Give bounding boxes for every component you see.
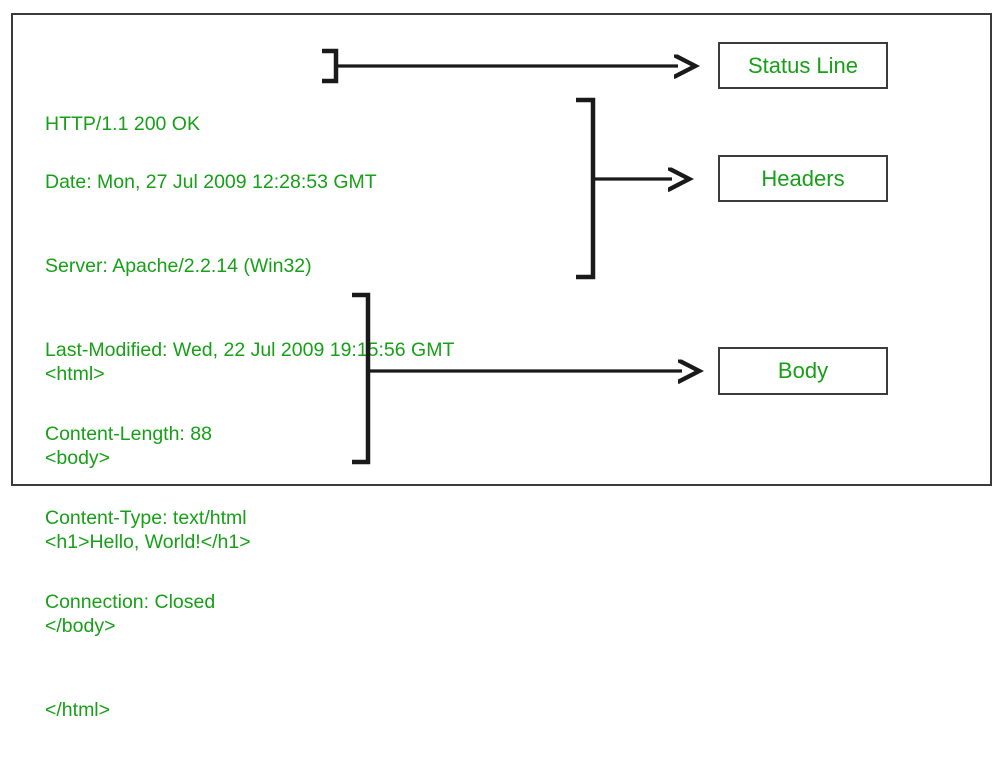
headers-connector <box>576 97 672 280</box>
header-row: Last-Modified: Wed, 22 Jul 2009 19:15:56… <box>45 339 455 361</box>
body-row: <html> <box>45 363 105 385</box>
body-row: </html> <box>45 699 111 721</box>
header-row: Content-Length: 88 <box>45 423 212 445</box>
label-box-body: Body <box>718 347 888 395</box>
label-box-status-line: Status Line <box>718 42 888 89</box>
header-row: Date: Mon, 27 Jul 2009 12:28:53 GMT <box>45 171 377 193</box>
headers-bracket <box>576 97 596 280</box>
diagram-frame <box>11 13 992 486</box>
connector-layer <box>322 48 1007 465</box>
status-line-connector <box>322 48 678 84</box>
body-bracket <box>352 292 371 465</box>
body-row: <body> <box>45 447 111 469</box>
label-box-headers: Headers <box>718 155 888 202</box>
status-line-text-block: HTTP/1.1 200 OK <box>45 54 200 194</box>
header-row: Server: Apache/2.2.14 (Win32) <box>45 255 312 277</box>
body-row: </body> <box>45 615 116 637</box>
body-connector <box>352 292 682 465</box>
http-response-diagram: HTTP/1.1 200 OK Date: Mon, 27 Jul 2009 1… <box>11 13 1007 721</box>
status-line-row: HTTP/1.1 200 OK <box>45 113 200 135</box>
body-row: <h1>Hello, World!</h1> <box>45 531 251 553</box>
body-text-block: <html> <body> <h1>Hello, World!</h1> </b… <box>45 304 251 780</box>
